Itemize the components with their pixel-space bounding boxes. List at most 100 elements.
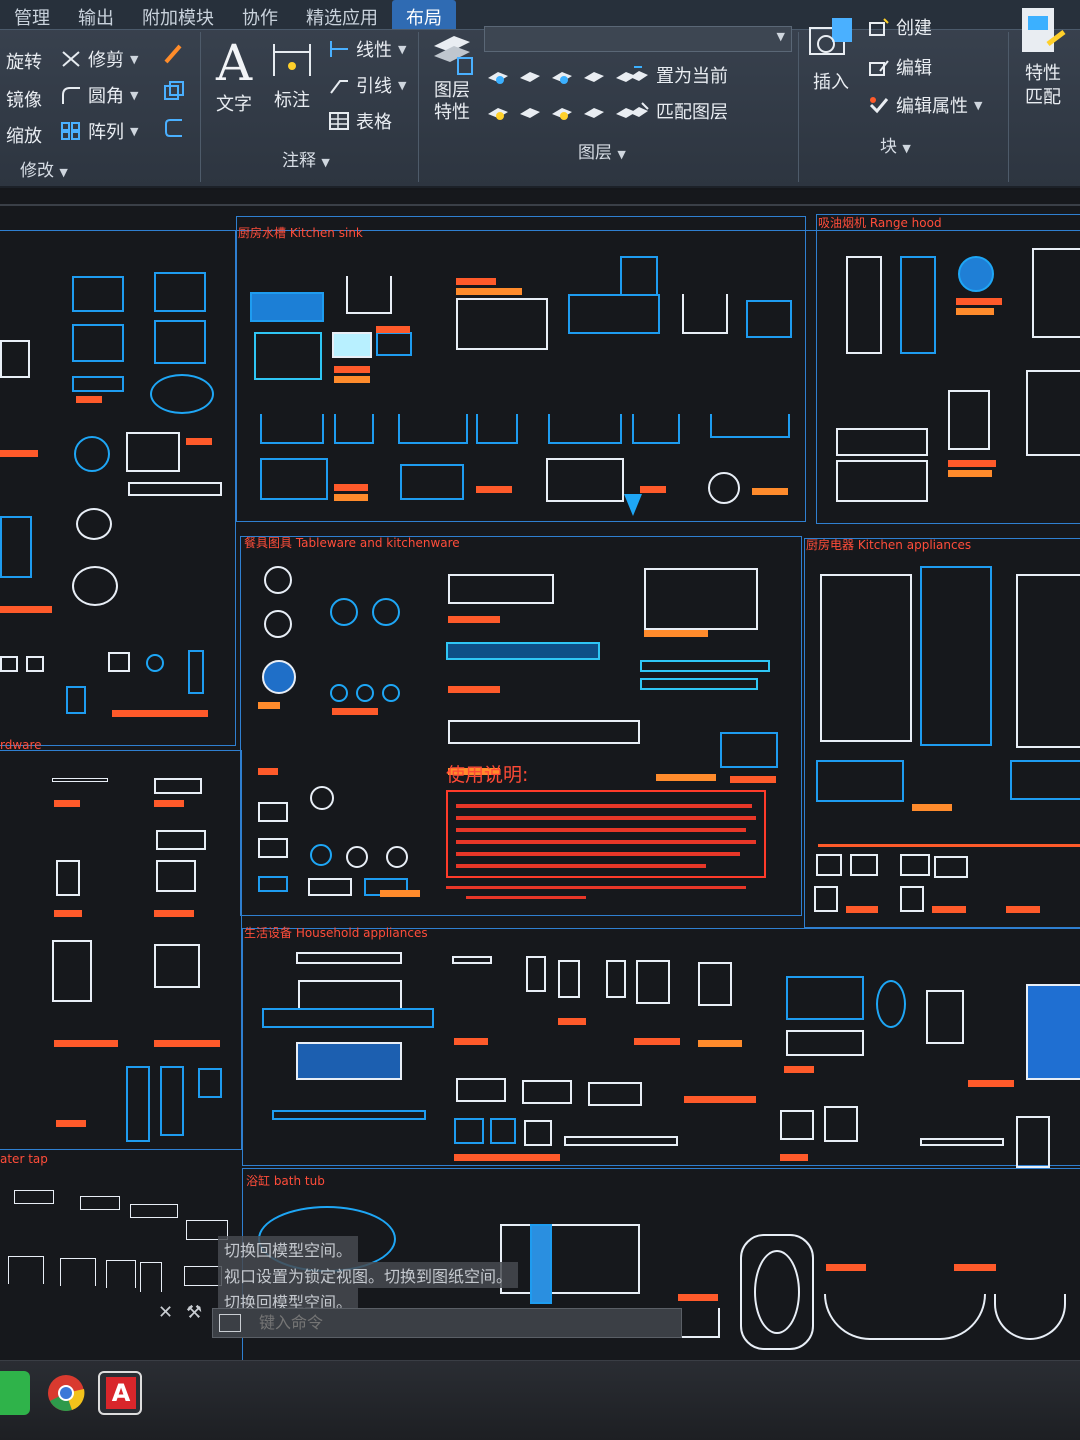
- sink-block[interactable]: [568, 294, 660, 334]
- sink-section-block[interactable]: [398, 414, 468, 444]
- appliance-block[interactable]: [850, 854, 878, 876]
- left-block[interactable]: [154, 320, 206, 364]
- sink-section-block[interactable]: [632, 414, 680, 444]
- tap-block[interactable]: [14, 1190, 54, 1204]
- sink-block[interactable]: [746, 300, 792, 338]
- cabinet-block[interactable]: [448, 720, 640, 744]
- household-block[interactable]: [454, 1118, 484, 1144]
- left-block[interactable]: [66, 686, 86, 714]
- cabinet-block[interactable]: [448, 574, 554, 604]
- fridge-block[interactable]: [920, 566, 992, 746]
- left-block[interactable]: [72, 324, 124, 362]
- chrome-icon[interactable]: [44, 1371, 88, 1415]
- counter-block[interactable]: [446, 642, 600, 660]
- household-block[interactable]: [524, 1120, 552, 1146]
- household-block[interactable]: [558, 960, 580, 998]
- appliance-block[interactable]: [816, 760, 904, 802]
- sink-plan-block[interactable]: [546, 458, 624, 502]
- bowl-block[interactable]: [356, 684, 374, 702]
- hood-block[interactable]: [1026, 370, 1080, 456]
- edit-block-button[interactable]: 编辑: [868, 54, 932, 80]
- household-block[interactable]: [490, 1118, 516, 1144]
- fridge-block[interactable]: [820, 574, 912, 742]
- edit-attributes-button[interactable]: 编辑属性 ▼: [868, 92, 982, 118]
- tap-block[interactable]: [130, 1204, 178, 1218]
- plate-block[interactable]: [262, 660, 296, 694]
- left-block[interactable]: [154, 272, 206, 312]
- household-block[interactable]: [296, 952, 402, 964]
- tap-block[interactable]: [140, 1262, 162, 1292]
- hardware-block[interactable]: [126, 1066, 150, 1142]
- array-button[interactable]: 阵列 ▼: [60, 118, 138, 144]
- sink-block[interactable]: [376, 332, 412, 356]
- bathtub-block[interactable]: [530, 1224, 552, 1304]
- household-block[interactable]: [262, 1008, 434, 1028]
- create-block-button[interactable]: 创建: [868, 14, 932, 40]
- sink-block[interactable]: [332, 332, 372, 358]
- hood-block[interactable]: [836, 428, 928, 456]
- hood-round-block[interactable]: [958, 256, 994, 292]
- insert-block-button[interactable]: 插入: [806, 14, 856, 94]
- appliance-block[interactable]: [900, 854, 930, 876]
- appliance-block[interactable]: [934, 856, 968, 878]
- household-block[interactable]: [564, 1136, 678, 1146]
- left-block[interactable]: [126, 432, 180, 472]
- close-icon[interactable]: ✕: [158, 1302, 174, 1323]
- sink-drain-block[interactable]: [708, 472, 740, 504]
- block-panel-title[interactable]: 块 ▼: [880, 132, 911, 157]
- sink-block[interactable]: [250, 292, 324, 322]
- hood-block[interactable]: [836, 460, 928, 502]
- sink-section-block[interactable]: [260, 414, 324, 444]
- tap-block[interactable]: [80, 1196, 120, 1210]
- hardware-block[interactable]: [56, 860, 80, 896]
- mirror-button[interactable]: 镜像: [6, 86, 42, 112]
- left-block[interactable]: [0, 516, 32, 578]
- wrench-icon[interactable]: ⚒: [186, 1302, 203, 1323]
- household-block[interactable]: [526, 956, 546, 992]
- household-block[interactable]: [1026, 984, 1080, 1080]
- tap-block[interactable]: [186, 1220, 228, 1240]
- left-block[interactable]: [26, 656, 44, 672]
- sink-section-block[interactable]: [710, 414, 790, 438]
- sink-plan-block[interactable]: [400, 464, 464, 500]
- household-block[interactable]: [824, 1106, 858, 1142]
- household-block[interactable]: [296, 1042, 402, 1080]
- bowl-block[interactable]: [330, 684, 348, 702]
- match-properties-button[interactable]: 特性 匹配: [1018, 4, 1068, 110]
- copy-icon[interactable]: [162, 80, 186, 104]
- left-round-block[interactable]: [76, 508, 112, 540]
- left-round-block[interactable]: [74, 436, 110, 472]
- command-line[interactable]: [212, 1308, 682, 1338]
- tap-block[interactable]: [106, 1260, 136, 1288]
- hardware-block[interactable]: [156, 830, 206, 850]
- cookware-block[interactable]: [258, 838, 288, 858]
- hood-block[interactable]: [900, 256, 936, 354]
- bathtub-side-block[interactable]: [824, 1294, 986, 1340]
- plate-block[interactable]: [264, 566, 292, 594]
- rotate-button[interactable]: 旋转: [6, 48, 42, 74]
- layer-tools-icons[interactable]: [486, 64, 636, 86]
- hardware-block[interactable]: [52, 778, 108, 782]
- cookware-block[interactable]: [258, 876, 288, 892]
- hardware-block[interactable]: [156, 860, 196, 892]
- scale-button[interactable]: 缩放: [6, 122, 42, 148]
- left-round-block[interactable]: [146, 654, 164, 672]
- cookware-block[interactable]: [258, 802, 288, 822]
- sink-block[interactable]: [620, 256, 658, 296]
- utensil-block[interactable]: [386, 846, 408, 868]
- layers-panel-title[interactable]: 图层 ▼: [578, 138, 626, 163]
- match-layer-button[interactable]: 匹配图层: [628, 98, 728, 124]
- bowl-block[interactable]: [382, 684, 400, 702]
- tab-featured-apps[interactable]: 精选应用: [306, 8, 378, 29]
- dimension-button[interactable]: 标注: [270, 40, 314, 112]
- household-block[interactable]: [920, 1138, 1004, 1146]
- household-block[interactable]: [1016, 1116, 1050, 1168]
- hardware-block[interactable]: [198, 1068, 222, 1098]
- table-button[interactable]: 表格: [328, 108, 392, 134]
- fillet-button[interactable]: 圆角 ▼: [60, 82, 138, 108]
- household-block[interactable]: [298, 980, 402, 1010]
- household-block[interactable]: [456, 1078, 506, 1102]
- cabinet-block[interactable]: [720, 732, 778, 768]
- leader-button[interactable]: 引线 ▼: [328, 72, 406, 98]
- hardware-block[interactable]: [154, 778, 202, 794]
